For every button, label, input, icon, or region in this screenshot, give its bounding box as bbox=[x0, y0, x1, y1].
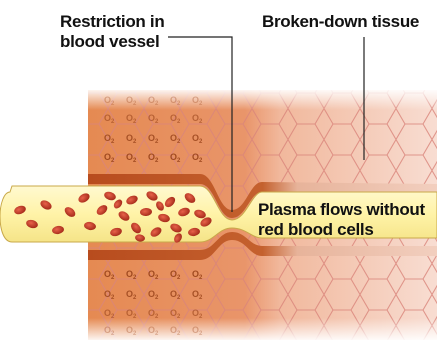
restriction-label: Restriction in blood vessel bbox=[60, 12, 164, 51]
restriction-label-line1: Restriction in bbox=[60, 12, 164, 32]
plasma-label: Plasma flows without red blood cells bbox=[258, 200, 425, 239]
restriction-label-line2: blood vessel bbox=[60, 32, 164, 52]
tissue-bottom-fade bbox=[88, 318, 437, 342]
broken-tissue-label: Broken-down tissue bbox=[262, 12, 419, 32]
plasma-label-line2: red blood cells bbox=[258, 220, 425, 240]
tissue-top-fade bbox=[88, 88, 437, 110]
plasma-label-line1: Plasma flows without bbox=[258, 200, 425, 220]
